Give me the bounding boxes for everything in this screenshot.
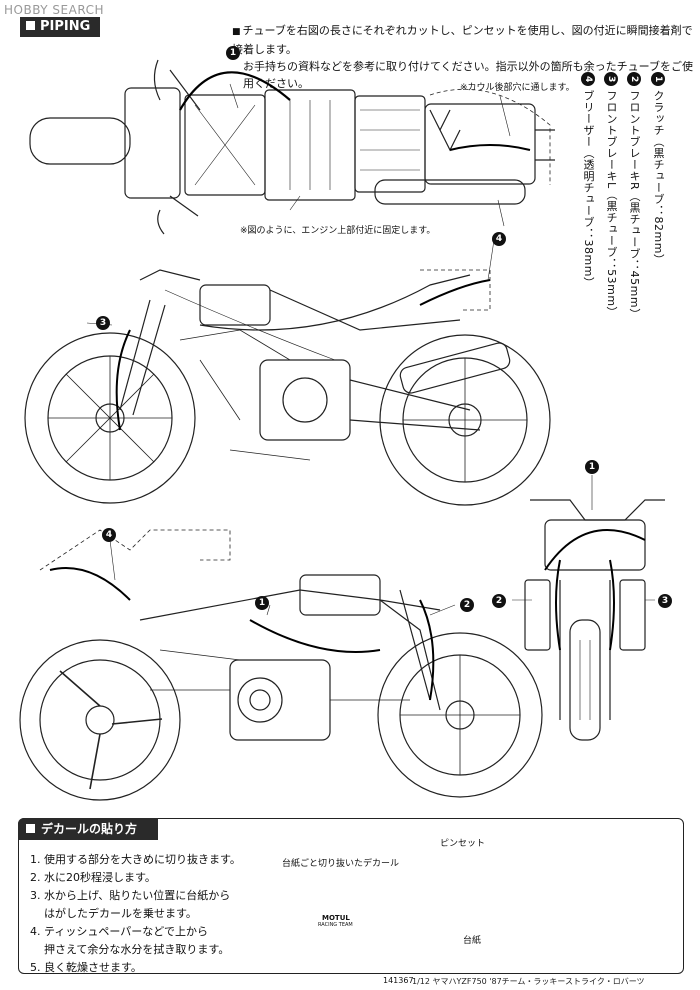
decal-step-4b: 押さえて余分な水分を拭き取ります。	[30, 943, 230, 956]
motorcycle-diagrams	[19, 59, 665, 801]
piping-header: PIPING	[20, 17, 100, 37]
decal-step-3a: 3. 水から上げ、貼りたい位置に台紙から	[30, 889, 231, 902]
callout-2-left: 2	[460, 598, 474, 612]
tube-item-2: 2 フロントブレーキR（黒チューブ：45mm）	[626, 72, 642, 320]
piping-title: PIPING	[40, 19, 91, 34]
decal-header: デカールの貼り方	[18, 818, 158, 840]
product-title: 1/12 ヤマハYZF750 '87チーム・ラッキーストライク・ロバーツ	[412, 977, 645, 986]
tube-number-3: 3	[604, 72, 618, 86]
decal-step-2: 2. 水に20秒程浸します。	[30, 871, 156, 884]
tube-text-2: フロントブレーキR（黒チューブ：45mm）	[628, 90, 641, 320]
tube-number-2: 2	[627, 72, 641, 86]
top-view-diagram	[29, 59, 555, 235]
cowl-note: ※カウル後部穴に通します。	[460, 83, 575, 93]
decal-cut-label: 台紙ごと切り抜いたデカール	[282, 859, 400, 869]
callout-1-front: 1	[585, 460, 599, 474]
tube-item-3: 3 フロントブレーキL（黒チューブ：53mm）	[603, 72, 619, 318]
decal-step-4a: 4. ティッシュペーパーなどで上から	[30, 925, 209, 938]
tube-item-1: 1 クラッチ（黒チューブ：82mm）	[650, 72, 666, 265]
left-side-view-diagram	[19, 529, 543, 801]
decal-step-1: 1. 使用する部分を大きめに切り抜きます。	[30, 853, 241, 866]
callout-1-top: 1	[226, 46, 240, 60]
decal-title: デカールの貼り方	[41, 822, 138, 836]
callout-1-left: 1	[255, 596, 269, 610]
right-side-view-diagram	[24, 239, 551, 506]
front-view-diagram	[512, 475, 665, 741]
watermark: HOBBY SEARCH	[4, 3, 104, 17]
square-bullet-icon: ■	[232, 27, 241, 37]
product-code: 141367	[383, 976, 414, 985]
callout-4-top: 4	[492, 232, 506, 246]
tube-number-1: 1	[651, 72, 665, 86]
tube-text-4: ブリーザー（透明チューブ：38mm）	[582, 90, 595, 289]
decal-step-5: 5. 良く乾燥させます。	[30, 961, 142, 974]
decal-brand-text: MOTUL	[322, 914, 350, 922]
decal-team-text: RACING TEAM	[318, 922, 353, 928]
callout-3-right: 3	[96, 316, 110, 330]
tube-text-1: クラッチ（黒チューブ：82mm）	[652, 90, 665, 266]
decal-steps: 1. 使用する部分を大きめに切り抜きます。 2. 水に20秒程浸します。 3. …	[30, 852, 241, 978]
decal-step-3b: はがしたデカールを乗せます。	[30, 907, 197, 920]
backing-label: 台紙	[463, 936, 482, 946]
decal-section	[18, 818, 684, 974]
tube-number-4: 4	[581, 72, 595, 86]
tube-item-4: 4 ブリーザー（透明チューブ：38mm）	[580, 72, 596, 288]
tube-text-3: フロントブレーキL（黒チューブ：53mm）	[605, 90, 618, 319]
engine-note: ※図のように、エンジン上部付近に固定します。	[240, 226, 436, 236]
square-icon	[26, 824, 35, 833]
square-icon	[26, 21, 35, 30]
callout-2-front: 2	[492, 594, 506, 608]
callout-3-front: 3	[658, 594, 672, 608]
tweezers-label: ピンセット	[440, 839, 486, 849]
instruction-line-1: チューブを右図の長さにそれぞれカットし、ピンセットを使用し、図の付近に瞬間接着剤…	[232, 24, 693, 56]
callout-4-left: 4	[102, 528, 116, 542]
